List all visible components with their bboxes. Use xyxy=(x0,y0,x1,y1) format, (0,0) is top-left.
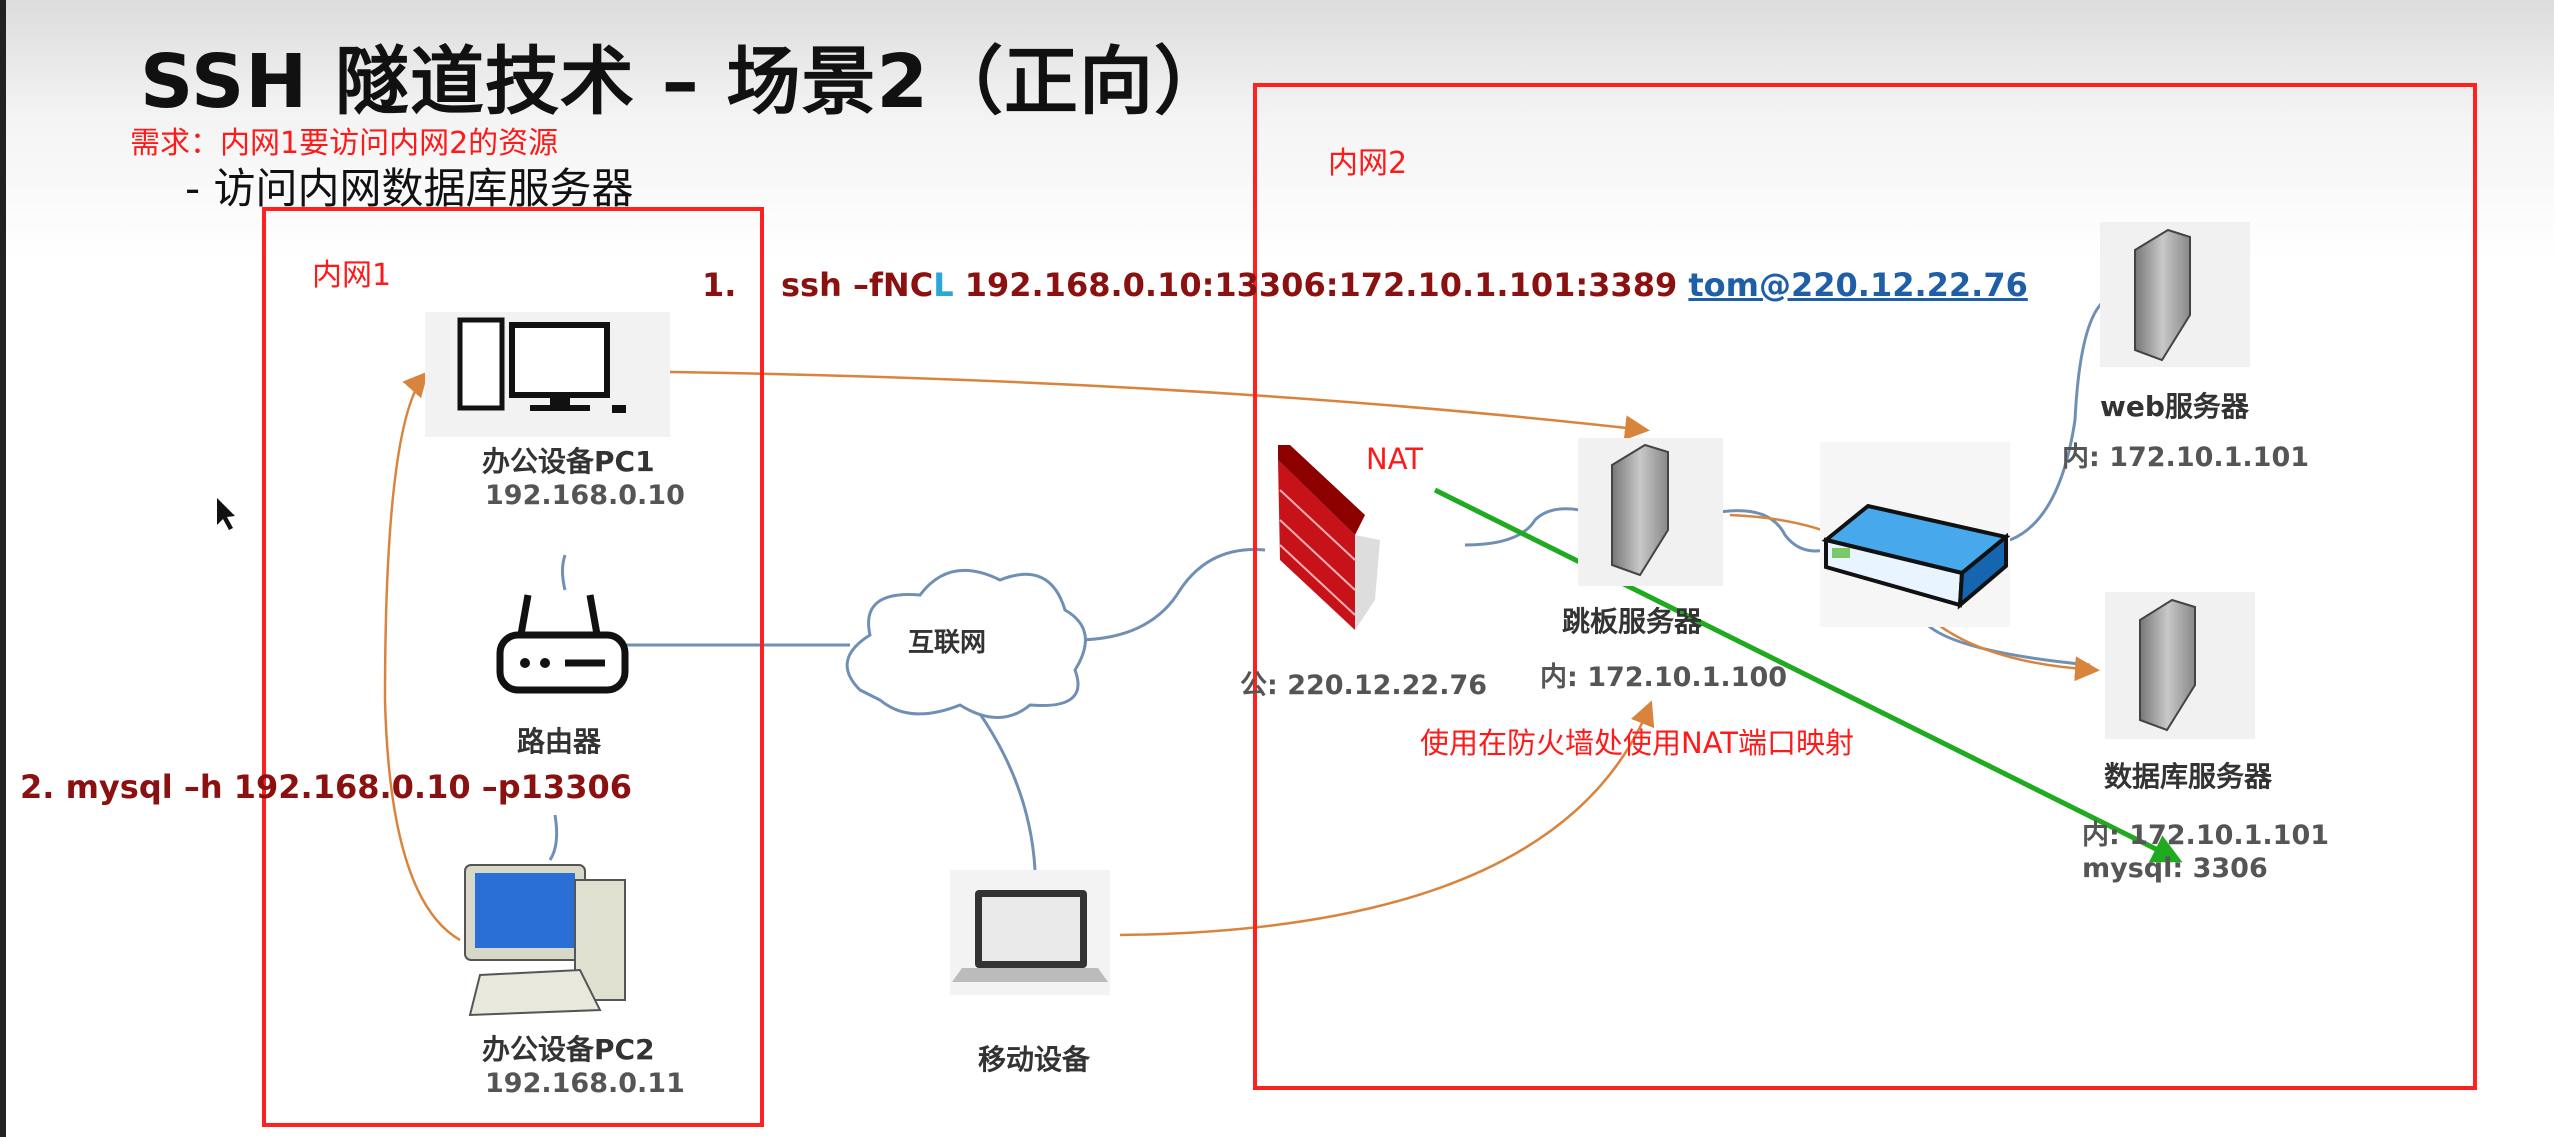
command-args: 192.168.0.10:13306:172.10.1.101:3389 xyxy=(953,266,1689,304)
db-server-port: mysql: 3306 xyxy=(2082,853,2268,884)
web-server-name: web服务器 xyxy=(2100,390,2249,423)
zone-intranet2-box xyxy=(1253,83,2477,1090)
internet-cloud-icon xyxy=(845,568,1087,719)
requirement-note: 需求：内网1要访问内网2的资源 xyxy=(130,126,559,161)
mobile-name: 移动设备 xyxy=(978,1043,1091,1076)
database-server-icon xyxy=(2105,592,2255,739)
nat-mapping-note: 使用在防火墙处使用NAT端口映射 xyxy=(1420,726,1854,760)
internet-name: 互联网 xyxy=(908,628,987,658)
web-server-ip: 内: 172.10.1.101 xyxy=(2062,442,2310,473)
jump-server-icon xyxy=(1578,438,1723,586)
ssh-target-link[interactable]: tom@220.12.22.76 xyxy=(1688,266,2028,304)
pc1-icon xyxy=(425,312,670,437)
pc2-icon xyxy=(464,864,626,1017)
jump-server-name: 跳板服务器 xyxy=(1562,605,1703,638)
player-edge xyxy=(0,0,6,1137)
pc1-ip: 192.168.0.10 xyxy=(485,480,685,511)
mysql-command: 2. mysql –h 192.168.0.10 –p13306 xyxy=(20,768,632,806)
command-flag: L xyxy=(933,266,954,304)
firewall-icon xyxy=(1278,445,1380,630)
command-number: 1. xyxy=(702,266,737,304)
command-prefix: ssh –fNC xyxy=(780,266,934,304)
mouse-cursor-icon xyxy=(217,498,235,530)
firewall-ip: 公: 220.12.22.76 xyxy=(1240,670,1488,701)
ssh-command: 1. ssh –fNCL 192.168.0.10:13306:172.10.1… xyxy=(702,266,2028,304)
db-server-name: 数据库服务器 xyxy=(2104,760,2273,793)
web-server-icon xyxy=(2100,222,2250,367)
router-icon xyxy=(496,594,629,694)
nat-mapping-arrow xyxy=(1433,487,2183,863)
router-name: 路由器 xyxy=(517,725,602,758)
nat-label: NAT xyxy=(1366,442,1423,476)
slide-subtitle: - 访问内网数据库服务器 xyxy=(185,164,634,213)
db-server-ip: 内: 172.10.1.101 xyxy=(2082,820,2330,851)
pc1-name: 办公设备PC1 xyxy=(482,445,655,478)
pc2-name: 办公设备PC2 xyxy=(482,1033,655,1066)
pc2-ip: 192.168.0.11 xyxy=(485,1068,685,1099)
zone1-label: 内网1 xyxy=(312,258,392,293)
zone-intranet1-box xyxy=(262,207,764,1127)
laptop-icon xyxy=(950,870,1110,995)
zone2-label: 内网2 xyxy=(1328,146,1408,181)
switch-icon xyxy=(1820,442,2011,627)
network-links xyxy=(548,298,2106,871)
jump-server-ip: 内: 172.10.1.100 xyxy=(1540,662,1788,693)
slide-title: SSH 隧道技术 – 场景2（正向） xyxy=(140,39,1229,125)
